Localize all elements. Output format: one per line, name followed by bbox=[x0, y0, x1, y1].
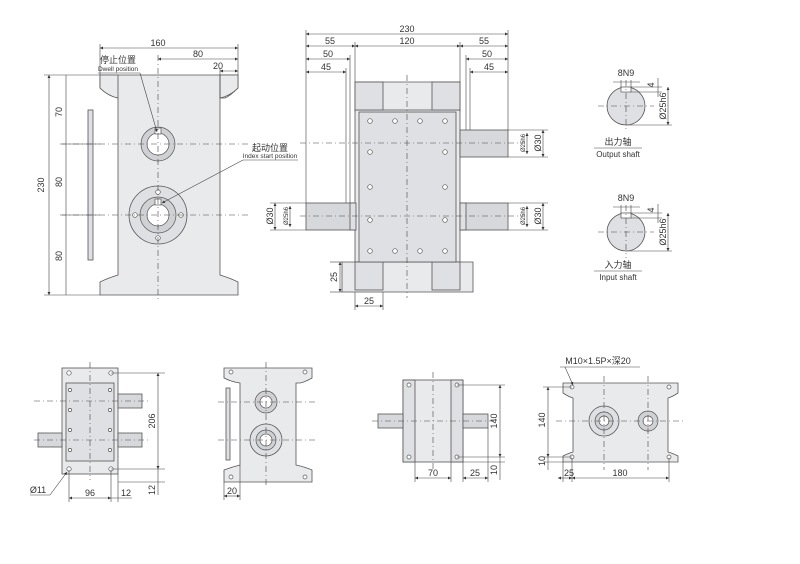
input-key-depth: 4 bbox=[646, 207, 656, 212]
index-label-cn: 起动位置 bbox=[252, 142, 288, 153]
dim-input-left-dia: Ø30 bbox=[265, 207, 275, 224]
dim-input-left-dia-tol: Ø25h6 bbox=[284, 206, 290, 225]
dim-d-w1: 25 bbox=[564, 468, 574, 478]
dim-input-dia-tol: Ø25h6 bbox=[521, 206, 527, 225]
dim-overall-height: 230 bbox=[36, 177, 46, 192]
index-label-en: Index start position bbox=[243, 153, 298, 160]
dim-half-width: 80 bbox=[193, 49, 203, 59]
dim-a-w2: 12 bbox=[121, 488, 131, 498]
dim-side-total: 230 bbox=[399, 24, 414, 34]
dim-overall-width: 160 bbox=[150, 38, 165, 48]
dim-side-left-shaft: 55 bbox=[325, 36, 335, 46]
dim-side-base-w: 25 bbox=[364, 296, 374, 306]
dim-side-left-50: 50 bbox=[323, 49, 333, 59]
dim-a-h2: 12 bbox=[147, 485, 157, 495]
bottom-view-d: 140 10 25 180 M10×1.5P×深20 bbox=[537, 356, 686, 482]
dim-edge-offset: 20 bbox=[213, 61, 223, 71]
dim-d-h1: 140 bbox=[537, 412, 547, 427]
bottom-view-a: 206 12 96 12 Ø11 bbox=[30, 362, 165, 502]
dim-b-w: 20 bbox=[227, 486, 237, 496]
input-shaft-dia: Ø25h6 bbox=[658, 218, 668, 245]
front-view: 160 80 20 230 70 80 80 停止位置 Dwell positi… bbox=[36, 38, 298, 300]
dim-side-right-45: 45 bbox=[484, 62, 494, 72]
input-shaft-label-en: Input shaft bbox=[599, 273, 637, 282]
dwell-label-cn: 停止位置 bbox=[100, 54, 136, 65]
dim-c-h1: 140 bbox=[489, 413, 499, 428]
input-shaft-section: 8N9 4 Ø25h6 入力轴 Input shaft bbox=[594, 193, 672, 282]
dim-a-w1: 96 bbox=[85, 488, 95, 498]
dim-output-dia: Ø30 bbox=[533, 134, 543, 151]
dim-d-w2: 180 bbox=[612, 468, 627, 478]
output-key-dim: 8N9 bbox=[618, 68, 635, 78]
input-shaft-label-cn: 入力轴 bbox=[604, 259, 631, 270]
dim-side-right-shaft: 55 bbox=[479, 36, 489, 46]
side-view: 230 55 120 55 50 50 45 45 Ø30 Ø25h6 Ø30 … bbox=[265, 24, 548, 310]
dim-c-w2: 25 bbox=[470, 468, 480, 478]
dim-c-h2: 10 bbox=[489, 465, 499, 475]
output-shaft-label-en: Output shaft bbox=[596, 150, 640, 159]
dim-side-left-45: 45 bbox=[321, 62, 331, 72]
output-key-depth: 4 bbox=[646, 82, 656, 87]
dim-a-h1: 206 bbox=[147, 413, 157, 428]
dim-mid-seg: 80 bbox=[54, 177, 64, 187]
input-key-dim: 8N9 bbox=[618, 193, 635, 203]
dim-top-seg: 70 bbox=[54, 107, 64, 117]
dim-side-right-50: 50 bbox=[482, 49, 492, 59]
dim-side-body: 120 bbox=[399, 36, 414, 46]
dim-input-dia: Ø30 bbox=[533, 207, 543, 224]
dwell-label-en: Dwell position bbox=[98, 66, 138, 73]
output-shaft-label-cn: 出力轴 bbox=[604, 136, 631, 147]
dim-side-base-h: 25 bbox=[329, 272, 339, 282]
dim-d-h2: 10 bbox=[537, 456, 547, 466]
bottom-view-b: 20 bbox=[218, 362, 318, 500]
bottom-view-c: 140 10 70 25 bbox=[372, 372, 505, 482]
dim-bot-seg: 80 bbox=[54, 251, 64, 261]
dim-c-w1: 70 bbox=[428, 468, 438, 478]
output-shaft-section: 8N9 4 Ø25h6 出力轴 Output shaft bbox=[594, 68, 672, 159]
dim-a-hole: Ø11 bbox=[30, 485, 46, 495]
dim-output-dia-tol: Ø25h6 bbox=[521, 133, 527, 152]
thread-note: M10×1.5P×深20 bbox=[565, 356, 631, 366]
output-shaft-dia: Ø25h6 bbox=[658, 92, 668, 119]
side-view-bolt-holes bbox=[367, 118, 448, 254]
